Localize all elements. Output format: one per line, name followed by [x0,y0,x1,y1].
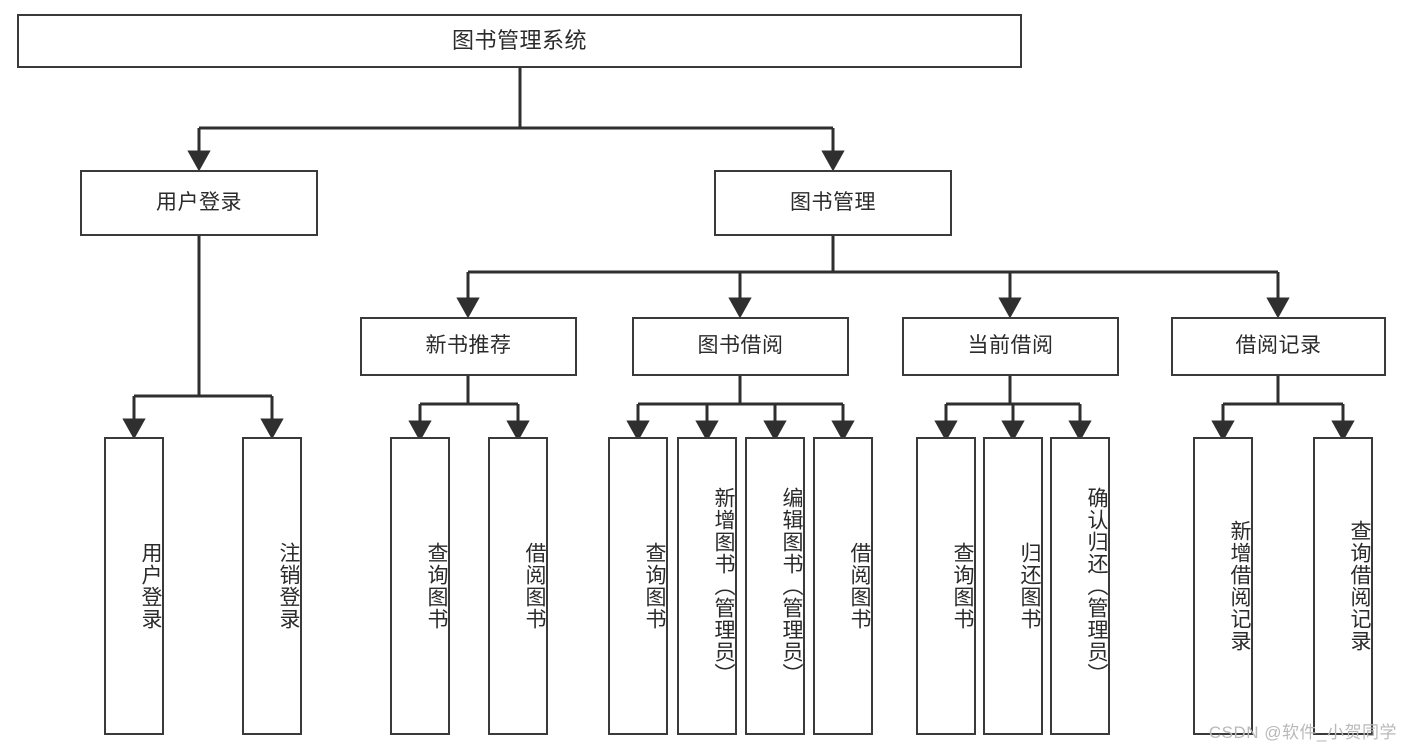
node-book-management[interactable]: 图书管理 [714,170,952,236]
node-book-borrow[interactable]: 图书借阅 [632,317,849,376]
node-root-system[interactable]: 图书管理系统 [17,14,1022,68]
leaf-current-return-book[interactable]: 归还图书 [983,437,1043,735]
node-user-login[interactable]: 用户登录 [80,170,318,236]
csdn-watermark: CSDN @软件_小贺同学 [1208,723,1397,742]
leaf-recommend-query-book[interactable]: 查询图书 [390,437,450,735]
leaf-current-query-book[interactable]: 查询图书 [916,437,976,735]
leaf-borrow-edit-book-admin[interactable]: 编辑图书（管理员） [745,437,805,735]
leaf-record-query-record[interactable]: 查询借阅记录 [1313,437,1373,735]
leaf-borrow-borrow-book[interactable]: 借阅图书 [813,437,873,735]
node-current-borrow[interactable]: 当前借阅 [902,317,1119,376]
leaf-recommend-borrow-book[interactable]: 借阅图书 [488,437,548,735]
leaf-user-login-login[interactable]: 用户登录 [104,437,164,735]
node-new-book-recommend[interactable]: 新书推荐 [360,317,577,376]
leaf-borrow-query-book[interactable]: 查询图书 [608,437,668,735]
leaf-record-add-record[interactable]: 新增借阅记录 [1193,437,1253,735]
leaf-borrow-add-book-admin[interactable]: 新增图书（管理员） [677,437,737,735]
leaf-user-login-logout[interactable]: 注销登录 [242,437,302,735]
node-borrow-record[interactable]: 借阅记录 [1171,317,1386,376]
leaf-current-confirm-return-admin[interactable]: 确认归还（管理员） [1050,437,1110,735]
